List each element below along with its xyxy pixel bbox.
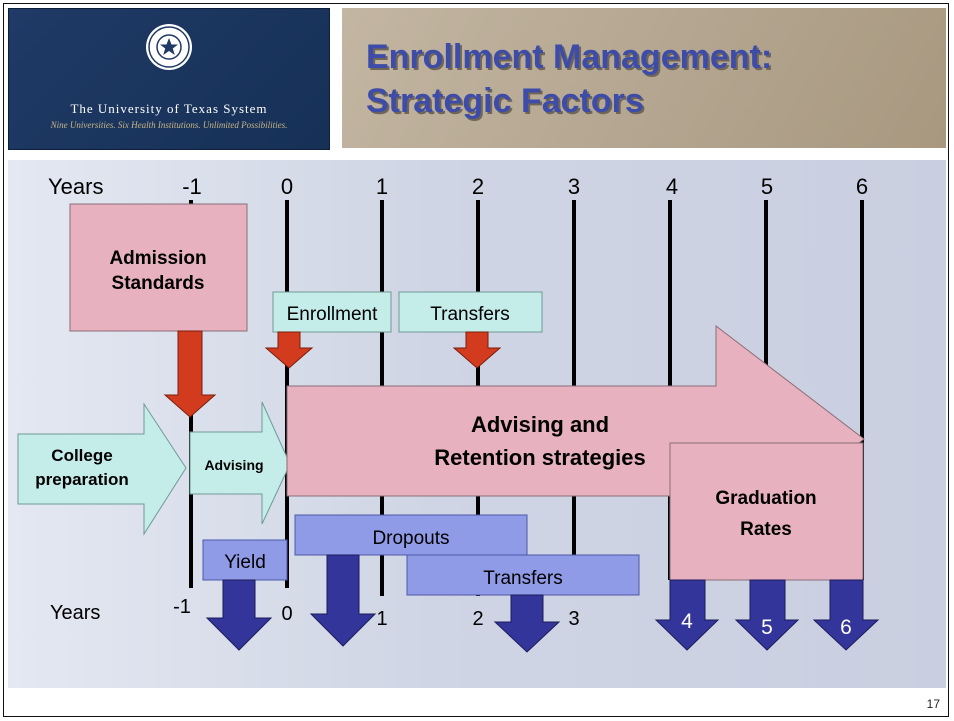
top-years-label: Years [48,174,103,199]
admission-standards-line1: Admission [109,248,206,269]
diagram-svg: Years -1 0 1 2 3 4 5 6 Admission Standar… [17,174,880,653]
yield-label: Yield [224,552,266,573]
dropouts-label: Dropouts [372,528,449,549]
top-year-5: 5 [761,174,773,199]
grad-arrow-4-label: 4 [681,610,693,633]
logo-name: The University of Texas System [70,101,268,116]
transfers-out-box [406,554,640,596]
transfers-out-down-arrow [493,594,561,653]
dropouts-box [294,514,528,556]
graduation-line1: Graduation [715,488,816,509]
bottom-years-label: Years [50,602,100,624]
college-preparation-arrow [17,402,187,536]
college-prep-line2: preparation [35,470,129,489]
page-title-line1: Enrollment Management: [366,38,773,76]
title-banner: Enrollment Management: Strategic Factors [342,8,946,148]
page-number: 17 [926,697,940,711]
bottom-year-3: 3 [568,608,579,630]
top-year-0: 0 [281,174,293,199]
logo-tagline: Nine Universities. Six Health Institutio… [50,120,288,130]
grad-arrow-5 [734,579,800,651]
retention-line2: Retention strategies [434,445,646,470]
admission-standards-box [69,203,248,332]
admission-standards-line2: Standards [112,273,205,294]
advising-arrow [189,401,291,525]
advising-label: Advising [204,457,263,473]
page-title-line2: Strategic Factors [366,82,644,120]
yield-down-arrow [205,579,273,651]
enrollment-label: Enrollment [287,304,379,325]
slide-border [3,3,949,717]
college-prep-line1: College [51,446,112,465]
graduation-line2: Rates [740,519,792,540]
grad-arrow-5-label: 5 [761,616,773,639]
bottom-year-1: 1 [376,608,387,630]
university-logo: The University of Texas System Nine Univ… [8,8,330,150]
transfers-in-down-arrow [452,331,502,369]
grad-arrow-6-label: 6 [840,616,852,639]
top-year-4: 4 [666,174,678,199]
top-year-3: 3 [568,174,580,199]
top-year-1: 1 [376,174,388,199]
grad-arrow-6 [812,579,880,651]
seal-icon [146,24,192,70]
transfers-in-label: Transfers [430,304,510,325]
dropouts-down-arrow [309,554,377,647]
transfers-out-label: Transfers [483,568,563,589]
retention-line1: Advising and [471,412,609,437]
transfers-in-box [398,291,543,333]
enrollment-diagram: Years -1 0 1 2 3 4 5 6 Admission Standar… [8,160,946,688]
bottom-year-2: 2 [472,608,483,630]
top-year-m1: -1 [182,174,202,199]
grad-arrow-4 [654,579,720,651]
admission-down-arrow [163,330,217,418]
top-year-2: 2 [472,174,484,199]
enrollment-box [272,291,392,333]
top-year-6: 6 [856,174,868,199]
bottom-year-0: 0 [281,603,292,625]
bottom-year-m1: -1 [173,596,191,618]
graduation-rates-box [669,442,864,581]
enrollment-down-arrow [264,331,314,369]
